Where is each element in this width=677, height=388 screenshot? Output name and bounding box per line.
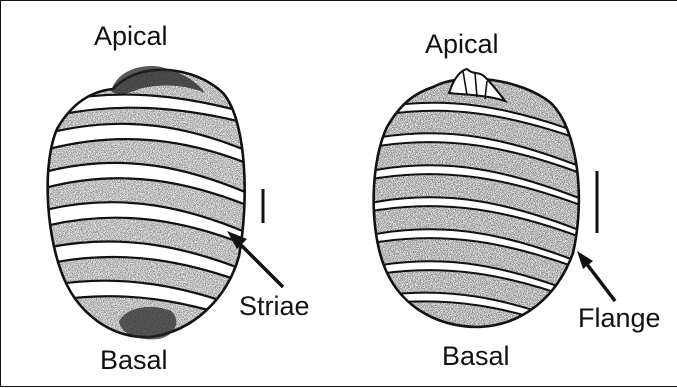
right-basal-label: Basal bbox=[442, 343, 510, 370]
flange-label: Flange bbox=[578, 305, 661, 332]
left-basal-label: Basal bbox=[100, 347, 168, 374]
striae-label: Striae bbox=[239, 293, 310, 320]
right-seed bbox=[361, 61, 615, 341]
right-apical-label: Apical bbox=[425, 31, 499, 58]
left-apical-label: Apical bbox=[94, 23, 168, 50]
